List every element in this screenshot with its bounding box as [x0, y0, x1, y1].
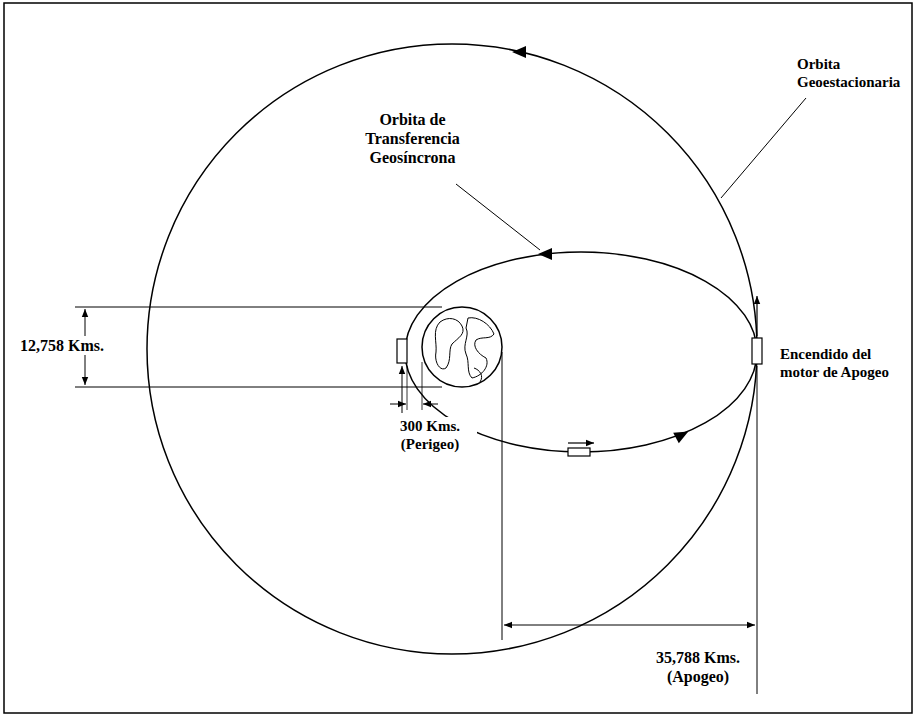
dimension-label: 12,758 Kms. — [18, 336, 106, 355]
geostationary-orbit — [147, 44, 757, 654]
satellite-transfer — [568, 448, 590, 456]
orbit-label: Orbita Geoestacionaria — [795, 55, 911, 91]
dimension-label: 300 Kms. (Perigeo) — [383, 417, 477, 453]
orbit-label: Orbita de Transferencia Geosíncrona — [338, 110, 487, 168]
dimension-line — [423, 404, 438, 405]
dimension-line — [390, 404, 406, 405]
pointer-arrow — [402, 366, 403, 413]
extension-line — [407, 366, 408, 410]
orbit-direction-arrow — [512, 46, 526, 58]
leader-line — [456, 184, 540, 250]
frame — [4, 3, 912, 713]
extension-line — [502, 352, 503, 640]
earth-continent — [465, 318, 494, 378]
satellite-apogee — [752, 338, 762, 364]
extension-line — [422, 362, 423, 410]
velocity-arrow — [568, 442, 594, 443]
extension-line — [75, 307, 442, 308]
orbit-direction-arrow — [673, 426, 691, 443]
extension-line — [757, 366, 758, 694]
dimension-line — [504, 625, 755, 626]
dimension-label: 35,788 Kms. (Apogeo) — [640, 648, 756, 686]
earth — [422, 307, 502, 387]
earth-continent — [474, 368, 482, 382]
leader-line — [721, 98, 806, 198]
extension-line — [75, 387, 442, 388]
earth-continent — [435, 319, 463, 369]
callout-label: Encendido del motor de Apogeo — [778, 345, 892, 381]
thrust-arrow — [756, 296, 757, 336]
satellite-perigee — [397, 339, 407, 363]
